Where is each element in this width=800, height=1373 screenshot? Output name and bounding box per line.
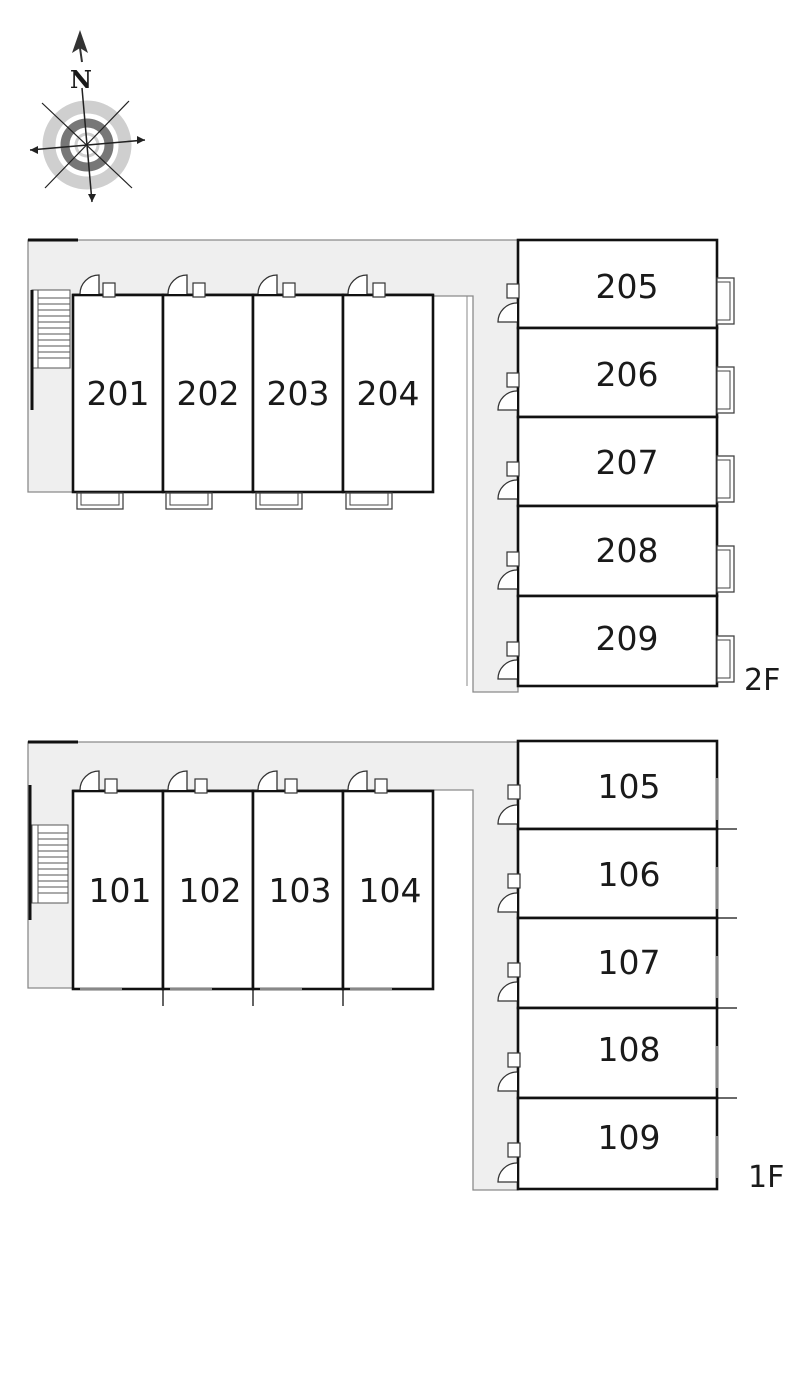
room-107: 107 [497,916,737,1010]
room-number-103: 103 [269,871,332,910]
room-number-202: 202 [177,374,240,413]
room-104: 104 [341,770,435,1006]
room-204: 204 [341,274,435,510]
floor-1f: 101 102 103 104 [27,739,784,1195]
floor-label-2f: 2F [744,663,780,698]
room-number-102: 102 [179,871,242,910]
room-number-201: 201 [87,374,150,413]
room-number-101: 101 [89,871,152,910]
room-105: 105 [497,739,737,831]
floor-2f: 201 202 203 204 [27,238,780,698]
room-number-209: 209 [596,619,659,658]
room-number-206: 206 [596,355,659,394]
room-203: 203 [251,274,345,510]
compass-rose-icon [29,87,146,203]
compass: N [29,30,146,203]
room-101: 101 [71,770,165,991]
room-number-205: 205 [596,267,659,306]
room-209: 209 [497,594,735,688]
north-label: N [70,65,92,94]
room-number-107: 107 [598,943,661,982]
room-201: 201 [71,274,165,510]
room-number-104: 104 [359,871,422,910]
room-number-208: 208 [596,531,659,570]
room-208: 208 [497,504,735,598]
room-102: 102 [161,770,255,1006]
room-number-203: 203 [267,374,330,413]
room-109: 109 [497,1096,719,1191]
room-103: 103 [251,770,345,1006]
room-202: 202 [161,274,255,510]
room-number-109: 109 [598,1118,661,1157]
room-number-207: 207 [596,443,659,482]
room-number-105: 105 [598,767,661,806]
room-number-204: 204 [357,374,420,413]
staircase-2f [30,289,71,410]
room-number-108: 108 [598,1030,661,1069]
room-207: 207 [497,415,735,508]
room-206: 206 [497,326,735,419]
room-108: 108 [497,1006,737,1100]
north-arrow-icon [72,30,88,53]
room-number-106: 106 [598,855,661,894]
room-205: 205 [497,238,735,330]
floor-label-1f: 1F [748,1160,784,1195]
room-106: 106 [497,827,737,920]
staircase-1f [28,785,69,920]
